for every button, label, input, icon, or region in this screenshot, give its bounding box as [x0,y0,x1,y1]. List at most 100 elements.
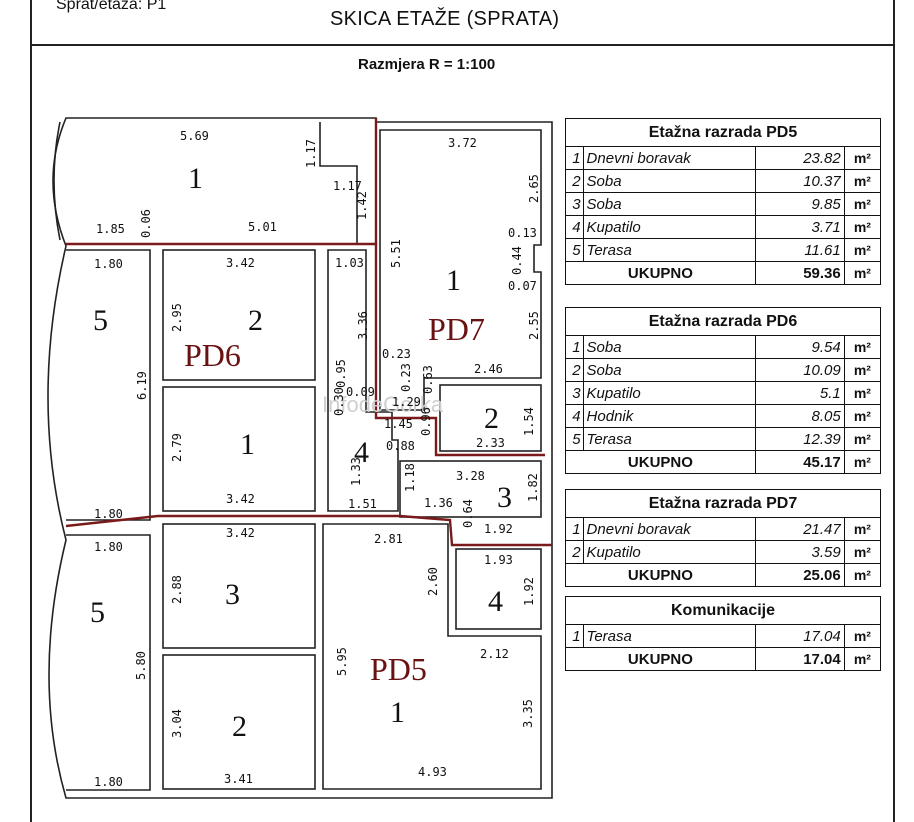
dim-label: 2.81 [374,532,403,546]
room-number: 2 [232,710,247,743]
dim-label: 3.04 [170,709,184,738]
dim-label: 0.13 [508,226,537,240]
dim-label: 2.88 [170,575,184,604]
dim-label: 6.19 [135,371,149,400]
dim-label: 0.96 [419,407,433,436]
room-number: 3 [225,578,240,611]
table-row: 5 Terasa 12.39 m² [565,427,882,451]
dim-label: 3.42 [226,256,255,270]
unit-boundaries [65,118,552,547]
floor-label: Sprat/etaža: P1 [56,0,167,13]
dim-label: 0.63 [421,365,435,394]
area-unit: m² [843,450,882,474]
dim-label: 3.28 [456,469,485,483]
dim-label: 3.42 [226,526,255,540]
dim-label: 3.35 [521,699,535,728]
row-number: 1 [565,335,584,359]
room-area: 12.39 [754,427,845,451]
room-number: 1 [240,428,255,461]
room-area: 9.54 [754,335,845,359]
dim-label: 3.41 [224,772,253,786]
dim-label: 1.36 [424,496,453,510]
dim-label: 5.69 [180,129,209,143]
dim-label: 2.46 [474,362,503,376]
table-title: Komunikacije [565,596,881,625]
area-unit: m² [843,358,882,382]
area-unit: m² [843,335,882,359]
table-row: 1 Terasa 17.04 m² [565,624,882,648]
room-area: 5.1 [754,381,845,405]
room-number: 3 [497,481,512,514]
area-unit: m² [843,192,882,216]
dim-label: 0.23 [382,347,411,361]
area-unit: m² [843,647,882,671]
dim-label: 1.33 [349,457,363,486]
total-label: UKUPNO [565,563,756,587]
dim-label: 1.54 [522,407,536,436]
room-area: 9.85 [754,192,845,216]
room-name: Terasa [582,624,756,648]
dim-label: 3.42 [226,492,255,506]
dim-label: 1.18 [403,463,417,492]
area-unit: m² [843,540,882,564]
area-unit: m² [843,427,882,451]
room-number: 2 [248,304,263,337]
table-row: 5 Terasa 11.61 m² [565,238,882,262]
dim-label: 3.36 [356,311,370,340]
room-area: 21.47 [754,517,845,541]
table-total-row: UKUPNO 25.06 m² [565,563,882,587]
room-name: Kupatilo [582,381,756,405]
room-name: Soba [582,335,756,359]
dim-label: 1.45 [384,417,413,431]
table-row: 2 Soba 10.37 m² [565,169,882,193]
dim-label: 0.44 [510,246,524,275]
page-title: SKICA ETAŽE (SPRATA) [330,8,560,30]
frame-left-line [30,0,32,822]
room-name: Soba [582,358,756,382]
room-area: 3.71 [754,215,845,239]
room-name: Dnevni boravak [582,517,756,541]
dim-label: 2.95 [170,303,184,332]
row-number: 2 [565,358,584,382]
dim-label: 0.88 [386,439,415,453]
area-unit: m² [843,169,882,193]
table-komunikacije: Komunikacije 1 Terasa 17.04 m² UKUPNO 17… [565,596,882,671]
dim-label: 1.80 [94,775,123,789]
dim-label: 5.01 [248,220,277,234]
area-unit: m² [843,624,882,648]
row-number: 5 [565,427,584,451]
row-number: 1 [565,517,584,541]
area-unit: m² [843,261,882,285]
dim-label: 5.51 [389,239,403,268]
table-row: 4 Hodnik 8.05 m² [565,404,882,428]
dim-label: 2.12 [480,647,509,661]
area-unit: m² [843,404,882,428]
room-numbers: 1 5 2 1 1 4 2 3 5 3 4 1 2 [90,162,512,743]
room-name: Soba [582,192,756,216]
dim-label: 1.82 [526,473,540,502]
dim-label: 2.55 [527,311,541,340]
table-row: 3 Kupatilo 5.1 m² [565,381,882,405]
dim-label: 1.80 [94,507,123,521]
room-name: Hodnik [582,404,756,428]
dim-label: 2.79 [170,433,184,462]
room-area: 3.59 [754,540,845,564]
area-unit: m² [843,381,882,405]
frame-top-line [30,44,895,46]
dim-label: 5.95 [335,647,349,676]
room-name: Dnevni boravak [582,146,756,170]
room-number: 4 [488,585,503,618]
table-total-row: UKUPNO 17.04 m² [565,647,882,671]
unit-label-pd6: PD6 [184,337,241,373]
dim-label: 1.85 [96,222,125,236]
room-area: 10.37 [754,169,845,193]
table-title: Etažna razrada PD7 [565,489,881,518]
table-total-row: UKUPNO 45.17 m² [565,450,882,474]
dim-label: 1.92 [522,577,536,606]
room-number: 1 [188,162,203,195]
dim-label: 0.30 [332,387,346,416]
dim-label: 0.09 [346,385,375,399]
room-number: 1 [390,696,405,729]
area-unit: m² [843,238,882,262]
